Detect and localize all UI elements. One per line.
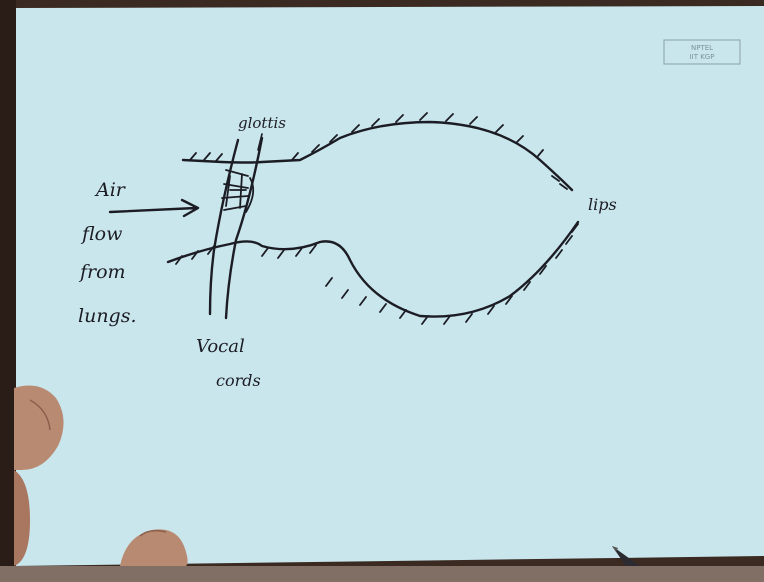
label-vocal: Vocal (196, 336, 245, 357)
label-air-line1: Air (94, 179, 127, 201)
watermark-line2: IIT KGP (690, 53, 715, 61)
label-glottis: glottis (238, 114, 286, 132)
label-cords: cords (216, 371, 261, 390)
left-edge (0, 0, 16, 582)
label-air-line4: lungs. (78, 305, 137, 327)
label-air-line2: flow (80, 223, 122, 245)
label-air-line3: from (78, 261, 126, 283)
watermark-line1: NPTEL (691, 44, 713, 52)
label-lips: lips (588, 195, 617, 214)
paper-sheet (14, 6, 764, 566)
